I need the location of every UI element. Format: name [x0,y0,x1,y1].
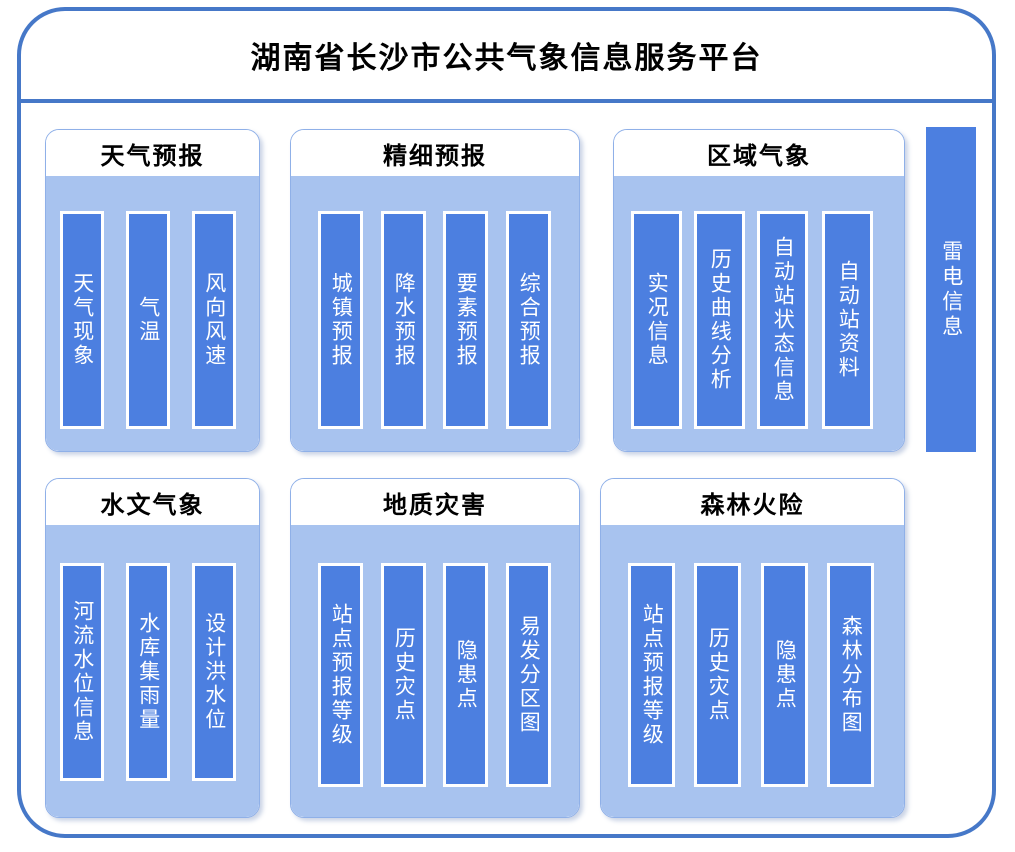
module-bar-label: 雷电信息 [939,239,964,340]
module-bar[interactable]: 天气现象 [60,211,104,429]
module-bar-label: 隐患点 [773,639,798,711]
module-bar[interactable]: 降水预报 [381,211,426,429]
module-bar-label: 综合预报 [517,272,542,368]
group-header: 区域气象 [614,130,904,176]
group-title: 天气预报 [100,141,205,170]
module-bar-label: 天气现象 [70,272,95,368]
group-box: 精细预报城镇预报 降水预报 要素预报 综合预报 [290,129,580,452]
module-bar-label: 历史曲线分析 [708,248,733,392]
group-box: 森林火险站点预报等级 历史灾点 隐患点 森林分布图 [600,478,905,818]
module-bar-label: 隐患点 [454,639,479,711]
group-title: 森林火险 [700,490,805,519]
module-bar-label: 河流水位信息 [70,600,95,744]
group-body: 河流水位信息 水库集雨量 设计洪水位 [46,525,259,817]
module-bar[interactable]: 历史灾点 [694,563,741,787]
module-bar-label: 历史灾点 [392,627,417,723]
module-bar[interactable]: 水库集雨量 [126,563,170,781]
module-bar-label: 要素预报 [454,272,479,368]
module-bar-label: 气温 [136,296,161,344]
module-bar-label: 站点预报等级 [329,603,354,747]
module-bar-label: 自动站资料 [836,260,861,380]
group-title: 区域气象 [707,141,811,170]
module-bar[interactable]: 风向风速 [192,211,236,429]
module-bar[interactable]: 站点预报等级 [318,563,363,787]
module-bar-label: 降水预报 [392,272,417,368]
module-bar-label: 森林分布图 [839,615,864,735]
module-bar[interactable]: 隐患点 [443,563,488,787]
group-header: 天气预报 [46,130,259,176]
module-bar[interactable]: 城镇预报 [318,211,363,429]
group-header: 精细预报 [291,130,579,176]
module-bar[interactable]: 自动站状态信息 [757,211,808,429]
module-bar[interactable]: 自动站资料 [822,211,873,429]
group-box: 地质灾害站点预报等级 历史灾点 隐患点 易发分区图 [290,478,580,818]
group-body: 城镇预报 降水预报 要素预报 综合预报 [291,176,579,451]
group-body: 站点预报等级 历史灾点 隐患点 易发分区图 [291,525,579,817]
module-bar[interactable]: 站点预报等级 [628,563,675,787]
module-bar[interactable]: 设计洪水位 [192,563,236,781]
module-bar-label: 历史灾点 [706,627,731,723]
group-title: 精细预报 [383,141,487,170]
module-bar-label: 风向风速 [202,272,227,368]
module-bar-label: 设计洪水位 [202,612,227,732]
module-bar[interactable]: 要素预报 [443,211,488,429]
group-box: 水文气象河流水位信息 水库集雨量 设计洪水位 [45,478,260,818]
group-header: 地质灾害 [291,479,579,525]
module-bar-label: 自动站状态信息 [771,236,796,404]
group-title: 地质灾害 [383,490,487,519]
platform-outer-frame [17,7,996,838]
group-box: 天气预报天气现象 气温 风向风速 [45,129,260,452]
group-body: 天气现象 气温 风向风速 [46,176,259,451]
module-bar[interactable]: 气温 [126,211,170,429]
module-bar[interactable]: 实况信息 [631,211,682,429]
group-body: 站点预报等级 历史灾点 隐患点 森林分布图 [601,525,904,817]
page-title: 湖南省长沙市公共气象信息服务平台 [250,41,763,76]
module-bar-label: 实况信息 [645,272,670,368]
module-bar-label: 城镇预报 [329,272,354,368]
group-body: 实况信息 历史曲线分析 自动站状态信息 自动站资料 [614,176,904,451]
module-bar[interactable]: 隐患点 [761,563,808,787]
group-box: 区域气象实况信息 历史曲线分析 自动站状态信息 自动站资料 [613,129,905,452]
module-bar-label: 站点预报等级 [640,603,665,747]
platform-title-bar: 湖南省长沙市公共气象信息服务平台 [17,7,996,103]
group-title: 水文气象 [100,490,205,519]
module-bar[interactable]: 河流水位信息 [60,563,104,781]
module-bar[interactable]: 历史灾点 [381,563,426,787]
group-header: 水文气象 [46,479,259,525]
module-bar-label: 水库集雨量 [136,612,161,732]
module-bar[interactable]: 森林分布图 [827,563,874,787]
module-bar[interactable]: 易发分区图 [506,563,551,787]
module-bar-label: 易发分区图 [517,615,542,735]
title-divider [19,99,994,103]
group-header: 森林火险 [601,479,904,525]
module-bar[interactable]: 综合预报 [506,211,551,429]
module-bar-lightning[interactable]: 雷电信息 [926,127,976,452]
module-bar[interactable]: 历史曲线分析 [694,211,745,429]
